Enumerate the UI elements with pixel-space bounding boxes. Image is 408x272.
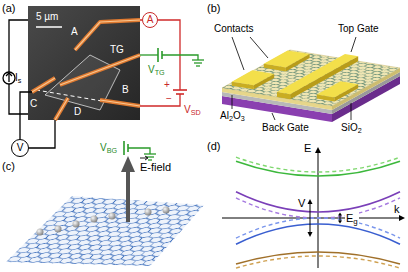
figure-label: (a) — [2, 2, 15, 14]
figure-label: D — [74, 106, 81, 118]
figure-label: E — [304, 142, 311, 154]
formula-subscript: 2 — [358, 126, 362, 135]
figure-label: (d) — [207, 140, 220, 152]
figure-label: VSD — [184, 104, 201, 116]
formula-subscript: 3 — [241, 114, 245, 123]
figure-label: Contacts — [214, 23, 253, 35]
graphene-sheet — [6, 156, 204, 266]
figure-label: SiO2 — [341, 122, 362, 134]
meter-letter: A — [147, 15, 154, 25]
symbol-main: V — [148, 64, 155, 75]
symbol-main: I — [15, 72, 18, 83]
figure-label: Back Gate — [262, 122, 309, 134]
figure-label: V — [297, 197, 306, 209]
figure-label: C — [30, 98, 37, 110]
symbol-subscript: g — [353, 217, 357, 226]
figure-label: − — [166, 93, 172, 105]
formula-part: O — [233, 110, 241, 121]
figure-label: Top Gate — [338, 23, 379, 35]
meter-circle: V — [11, 139, 29, 157]
figure-label: A — [71, 26, 78, 38]
symbol-subscript: TG — [155, 68, 165, 77]
figure-label: (b) — [207, 2, 220, 14]
formula-part: SiO — [341, 122, 358, 133]
figure-label: Is — [15, 72, 21, 84]
symbol-subscript: SD — [191, 108, 201, 117]
figure-label: (c) — [2, 160, 15, 172]
device-stack — [222, 50, 400, 122]
symbol-main: V — [100, 142, 107, 153]
micrograph — [28, 6, 140, 120]
meter-letter: V — [17, 143, 24, 153]
formula-subscript: 2 — [229, 114, 233, 123]
figure-label: + — [164, 79, 170, 91]
symbol-subscript: BG — [107, 146, 117, 155]
figure-label: Eg — [345, 212, 359, 224]
figure-label: k — [394, 203, 400, 215]
meter-circle: A — [142, 12, 158, 28]
figure-label: B — [122, 84, 129, 96]
figure-label: TG — [110, 44, 124, 56]
symbol-subscript: s — [18, 76, 22, 85]
symbol-main: E — [346, 212, 353, 224]
circuit-wires — [3, 20, 204, 160]
leader-lines — [232, 37, 356, 120]
formula-part: Al — [220, 110, 229, 121]
figure-label: Al2O3 — [220, 110, 245, 122]
symbol-main: V — [184, 104, 191, 115]
band-diagram — [222, 147, 405, 268]
figure-label: VTG — [148, 64, 165, 76]
figure-label: E-field — [140, 161, 171, 173]
figure-label: VBG — [100, 142, 117, 154]
figure-label: 5 µm — [36, 11, 58, 23]
